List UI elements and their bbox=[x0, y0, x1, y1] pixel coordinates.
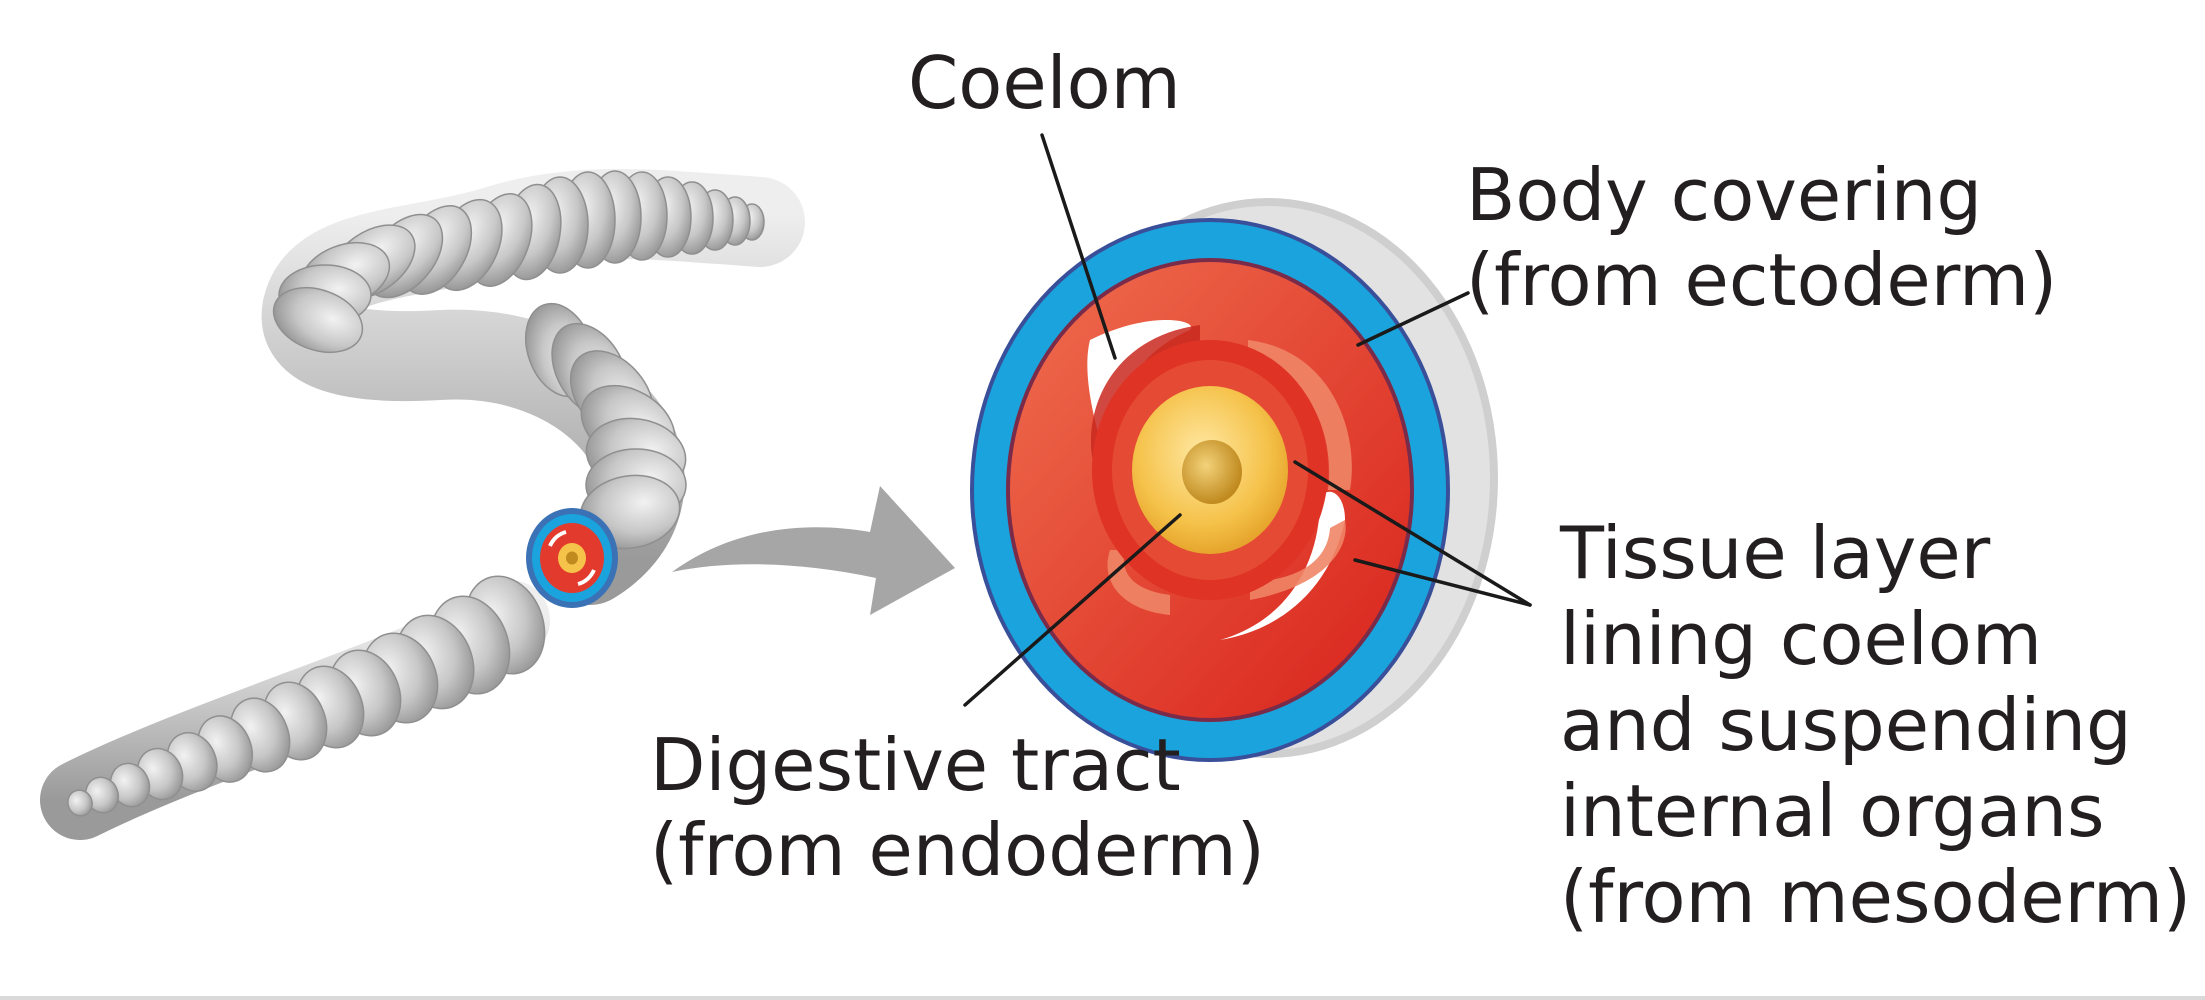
worm-lower-segments bbox=[67, 575, 546, 817]
tissue-label-line1: Tissue layer bbox=[1559, 511, 1991, 595]
bottom-divider bbox=[0, 996, 2205, 1000]
worm-segment bbox=[67, 789, 93, 817]
digestive-leader bbox=[963, 513, 1182, 707]
digestive-label-line2: (from endoderm) bbox=[650, 808, 1265, 892]
tissue-label-line5: (from mesoderm) bbox=[1560, 855, 2191, 939]
worm-segment bbox=[272, 286, 364, 354]
worm-illustration bbox=[40, 168, 805, 840]
coelom-cavity-left bbox=[1087, 320, 1192, 490]
body-covering-label-line2: (from ectoderm) bbox=[1466, 238, 2057, 322]
gut-lumen bbox=[1182, 440, 1242, 504]
cross-section bbox=[970, 198, 1498, 762]
tissue-label-line3: and suspending bbox=[1560, 683, 2132, 767]
tissue-leader-upper bbox=[1293, 460, 1532, 607]
coelom-leader bbox=[1040, 133, 1117, 360]
transition-arrow bbox=[672, 486, 955, 615]
worm-upper-segments bbox=[272, 170, 765, 550]
body-covering-leader bbox=[1356, 291, 1470, 347]
tissue-label-line2: lining coelom bbox=[1560, 597, 2042, 681]
tissue-label-line4: internal organs bbox=[1560, 769, 2105, 853]
worm-small-cross-section bbox=[526, 508, 618, 608]
coelom-label: Coelom bbox=[908, 41, 1181, 125]
body-covering-label-line1: Body covering bbox=[1466, 153, 1982, 237]
tissue-leader-lower bbox=[1353, 558, 1532, 607]
digestive-label-line1: Digestive tract bbox=[650, 723, 1181, 807]
